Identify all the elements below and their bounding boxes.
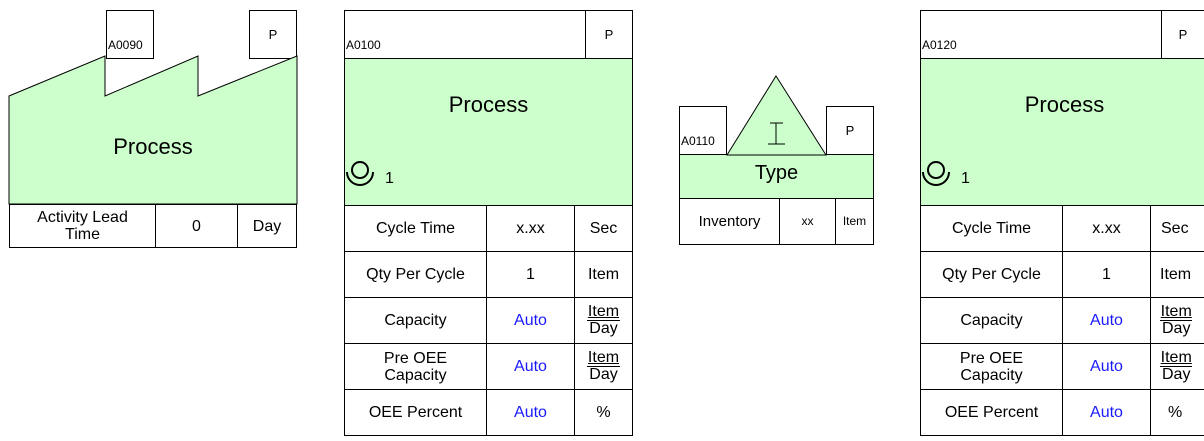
inventory-type-label: Type [754, 162, 799, 184]
row-unit: Item Day [1150, 343, 1204, 390]
inventory-value[interactable]: xx [779, 198, 836, 245]
row-label: Cycle Time [344, 205, 487, 252]
id-tag-a0100: A0100 [344, 10, 586, 59]
row-label: Qty Per Cycle [920, 251, 1063, 298]
row-label: Capacity [920, 297, 1063, 344]
process-title-a0100: Process [448, 92, 529, 117]
row-unit: Item [1150, 251, 1204, 298]
p-tag-a0110: P [826, 106, 874, 155]
inventory-triangle-icon [726, 75, 827, 156]
row-label: Cycle Time [920, 205, 1063, 252]
row-value[interactable]: Auto [1062, 297, 1151, 344]
row-unit: Item Day [574, 343, 633, 390]
process-body-a0120 [920, 58, 1204, 206]
row-value[interactable]: x.xx [1062, 205, 1151, 252]
id-tag-a0120: A0120 [920, 10, 1162, 59]
operator-count-a0120: 1 [961, 170, 970, 187]
row-unit: Sec [574, 205, 633, 252]
row-unit: Sec [1150, 205, 1204, 252]
operator-icon [922, 161, 950, 186]
row-label: OEE Percent [344, 389, 487, 436]
p-tag-a0100: P [585, 10, 633, 59]
lead-time-unit: Day [237, 204, 297, 248]
process-title-a0090: Process [113, 134, 193, 159]
inventory-label: Inventory [679, 198, 780, 245]
row-unit: % [574, 389, 633, 436]
process-title-a0120: Process [1024, 92, 1105, 117]
row-value[interactable]: Auto [486, 343, 575, 390]
id-tag-a0110: A0110 [679, 106, 727, 155]
id-tag-a0090: A0090 [106, 10, 154, 59]
row-value[interactable]: Auto [486, 297, 575, 344]
row-value[interactable]: 1 [486, 251, 575, 298]
row-label: Capacity [344, 297, 487, 344]
lead-time-label: Activity Lead Time [9, 204, 156, 248]
operator-icon [346, 161, 374, 186]
factory-shape [8, 55, 298, 205]
unit-fraction: Item Day [587, 303, 620, 337]
row-unit: % [1150, 389, 1204, 436]
row-value[interactable]: Auto [1062, 343, 1151, 390]
row-value[interactable]: Auto [1062, 389, 1151, 436]
row-value[interactable]: Auto [486, 389, 575, 436]
row-unit: Item Day [1150, 297, 1204, 344]
row-label: Qty Per Cycle [344, 251, 487, 298]
unit-fraction: Item Day [1160, 349, 1193, 383]
row-label: OEE Percent [920, 389, 1063, 436]
row-label: Pre OEE Capacity [344, 343, 487, 390]
operator-count-a0100: 1 [385, 170, 394, 187]
process-body-a0100 [344, 58, 633, 206]
inventory-body [679, 154, 874, 199]
row-unit: Item Day [574, 297, 633, 344]
lead-time-value[interactable]: 0 [155, 204, 238, 248]
row-value[interactable]: 1 [1062, 251, 1151, 298]
p-tag-a0090: P [249, 10, 297, 59]
p-tag-a0120: P [1161, 10, 1204, 59]
row-label: Pre OEE Capacity [920, 343, 1063, 390]
unit-fraction: Item Day [587, 349, 620, 383]
row-unit: Item [574, 251, 633, 298]
row-value[interactable]: x.xx [486, 205, 575, 252]
unit-fraction: Item Day [1160, 303, 1193, 337]
inventory-unit: Item [835, 198, 874, 245]
